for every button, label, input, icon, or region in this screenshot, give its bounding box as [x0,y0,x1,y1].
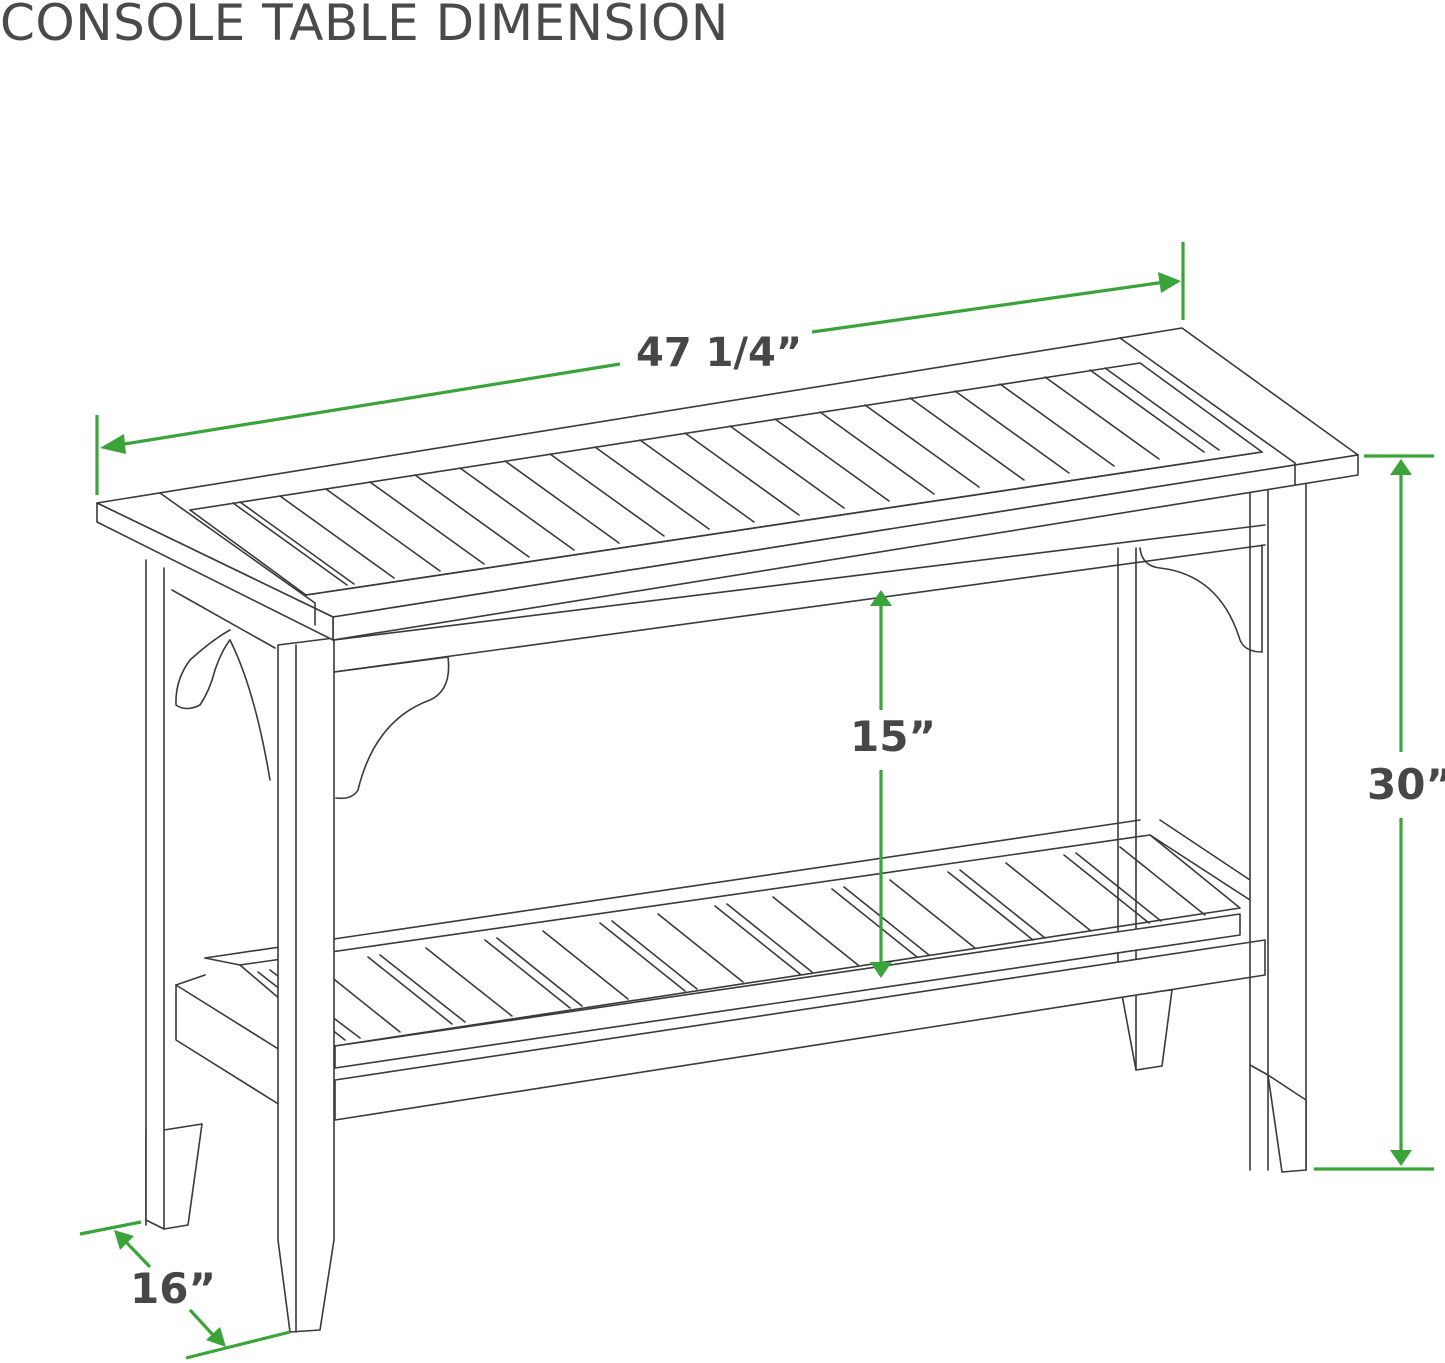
arrow-up-icon [870,590,892,606]
page-title: CONSOLE TABLE DIMENSION [0,0,729,52]
width-label: 47 1/4” [636,330,803,376]
bracket-side-left [171,589,276,781]
arrow-left-icon [100,434,126,454]
front-apron [333,524,1266,673]
front-right-leg [1249,479,1307,1173]
arrow-down-icon [1390,1150,1412,1166]
arrow-up-icon [1390,459,1412,475]
lower-shelf [175,819,1266,1121]
clearance-dimension-line [870,590,892,978]
width-dimension-line [95,242,1185,495]
height-label: 30” [1367,760,1445,809]
arrow-down-icon [870,962,892,978]
bracket-front-left [333,656,450,800]
bracket-right [1139,544,1263,653]
back-right-leg [1117,547,1173,1071]
depth-dimension-line [79,1220,291,1360]
tabletop [96,327,1359,641]
top-slats [232,367,1220,586]
depth-label: 16” [130,1264,217,1313]
back-left-leg [145,559,203,1230]
front-left-leg [277,637,335,1333]
height-dimension-line [1314,454,1434,1171]
arrow-up-left-icon [114,1230,134,1250]
shelf-slats [257,846,1206,1041]
arrow-down-right-icon [206,1327,226,1347]
arrow-right-icon [1158,272,1181,293]
clearance-label: 15” [850,712,937,761]
